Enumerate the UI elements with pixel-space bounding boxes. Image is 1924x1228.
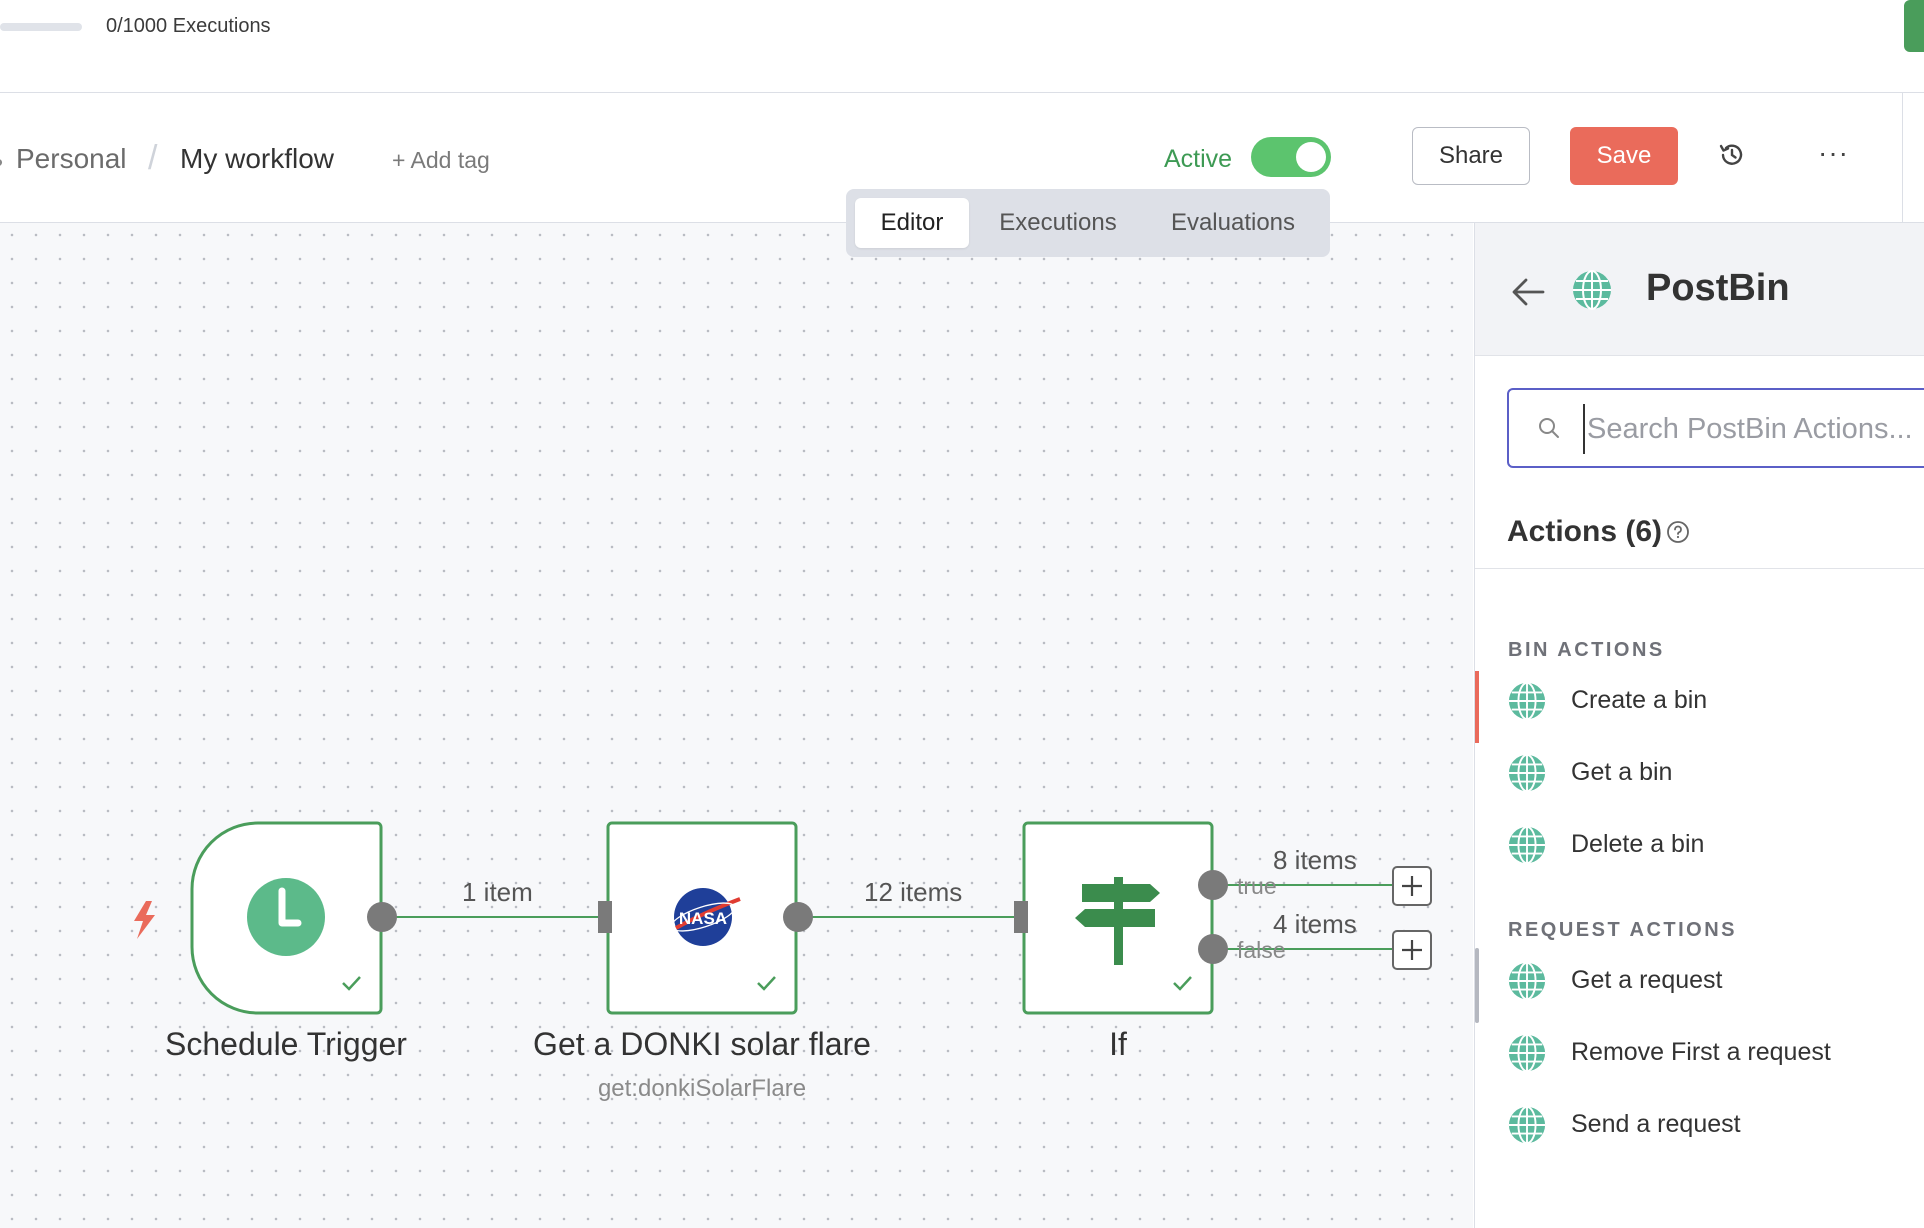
signpost-icon: [1075, 877, 1160, 965]
section-title-request-actions: REQUEST ACTIONS: [1508, 919, 1737, 941]
action-item-get-bin[interactable]: Get a bin: [1475, 743, 1924, 803]
action-label: Get a bin: [1571, 758, 1673, 786]
output-handle: [783, 902, 813, 932]
globe-icon: [1508, 1033, 1546, 1073]
upgrade-button[interactable]: [1904, 0, 1924, 52]
divider: [1475, 568, 1924, 569]
section-title-bin-actions: BIN ACTIONS: [1508, 639, 1665, 661]
nasa-logo: NASA: [670, 888, 741, 946]
output-handle: [367, 902, 397, 932]
node-creator-panel: PostBin Actions (6) BIN ACTIONS Create a…: [1474, 223, 1924, 1228]
action-label: Get a request: [1571, 966, 1723, 994]
active-label: Active: [1164, 145, 1233, 173]
help-icon[interactable]: [1666, 520, 1690, 544]
input-handle: [1014, 901, 1028, 933]
trigger-bolt-icon: [134, 901, 155, 939]
svg-text:NASA: NASA: [679, 909, 727, 928]
toggle-knob: [1296, 142, 1326, 172]
action-label: Send a request: [1571, 1110, 1741, 1138]
history-icon[interactable]: [1718, 141, 1746, 169]
action-item-create-bin[interactable]: Create a bin: [1475, 671, 1924, 743]
breadcrumb-separator: /: [148, 139, 158, 177]
action-item-remove-first-request[interactable]: Remove First a request: [1475, 1023, 1924, 1083]
more-options-icon[interactable]: ···: [1818, 137, 1849, 168]
branch-count-false: 4 items: [1273, 909, 1357, 939]
clock-icon: [247, 878, 325, 956]
canvas-graph: NASA: [134, 821, 1432, 1015]
action-item-delete-bin[interactable]: Delete a bin: [1475, 815, 1924, 875]
action-item-send-request[interactable]: Send a request: [1475, 1095, 1924, 1155]
search-icon: [1539, 418, 1559, 438]
globe-icon: [1508, 1105, 1546, 1145]
active-toggle[interactable]: [1251, 137, 1331, 177]
output-handle-true: [1198, 870, 1228, 900]
actions-heading: Actions (6): [1507, 515, 1663, 548]
success-check-icon: [1173, 976, 1192, 991]
output-handle-false: [1198, 934, 1228, 964]
success-check-icon: [342, 976, 361, 991]
node-subtitle-donki: get:donkiSolarFlare: [597, 1075, 807, 1102]
workflow-name[interactable]: My workflow: [180, 143, 335, 174]
node-label-donki[interactable]: Get a DONKI solar flare: [533, 1026, 871, 1062]
action-label: Delete a bin: [1571, 830, 1705, 858]
globe-icon: [1508, 753, 1546, 793]
globe-icon: [1508, 825, 1546, 865]
action-label: Remove First a request: [1571, 1038, 1831, 1066]
panel-header: PostBin: [1475, 223, 1924, 356]
globe-icon: [1508, 961, 1546, 1001]
back-arrow-icon[interactable]: [1511, 277, 1545, 307]
edge-label: 1 item: [462, 877, 533, 907]
branch-count-true: 8 items: [1273, 845, 1357, 875]
branch-label-true: true: [1237, 873, 1277, 899]
add-tag-button[interactable]: + Add tag: [392, 147, 490, 173]
share-button[interactable]: Share: [1412, 127, 1530, 185]
tab-executions[interactable]: Executions: [999, 209, 1117, 236]
input-handle: [598, 901, 612, 933]
scrollbar-thumb[interactable]: [1475, 948, 1479, 1023]
search-box[interactable]: [1507, 388, 1924, 468]
workflow-canvas[interactable]: NASA 1 item 12 items 8 items 4 items tru…: [0, 223, 1473, 1228]
panel-title: PostBin: [1646, 267, 1790, 309]
usage-progress: [0, 23, 82, 31]
branch-label-false: false: [1237, 937, 1286, 963]
action-label: Create a bin: [1571, 686, 1708, 714]
breadcrumb-project[interactable]: Personal: [16, 143, 127, 174]
save-button[interactable]: Save: [1570, 127, 1678, 185]
node-label-if[interactable]: If: [1109, 1026, 1127, 1062]
user-icon: •: [0, 147, 3, 178]
globe-icon: [1508, 681, 1546, 721]
view-tabs: Editor Executions Evaluations: [846, 189, 1330, 257]
action-item-get-request[interactable]: Get a request: [1475, 951, 1924, 1011]
tab-evaluations[interactable]: Evaluations: [1170, 209, 1296, 236]
node-label-schedule-trigger[interactable]: Schedule Trigger: [165, 1026, 407, 1062]
usage-bar: 0/1000 Executions: [0, 0, 1924, 93]
success-check-icon: [757, 976, 776, 991]
usage-text: 0/1000 Executions: [106, 15, 271, 37]
globe-icon: [1573, 270, 1611, 310]
header-divider: [1902, 93, 1903, 222]
search-input[interactable]: [1583, 404, 1924, 454]
tab-editor[interactable]: Editor: [855, 198, 969, 248]
edge-label: 12 items: [864, 877, 963, 907]
